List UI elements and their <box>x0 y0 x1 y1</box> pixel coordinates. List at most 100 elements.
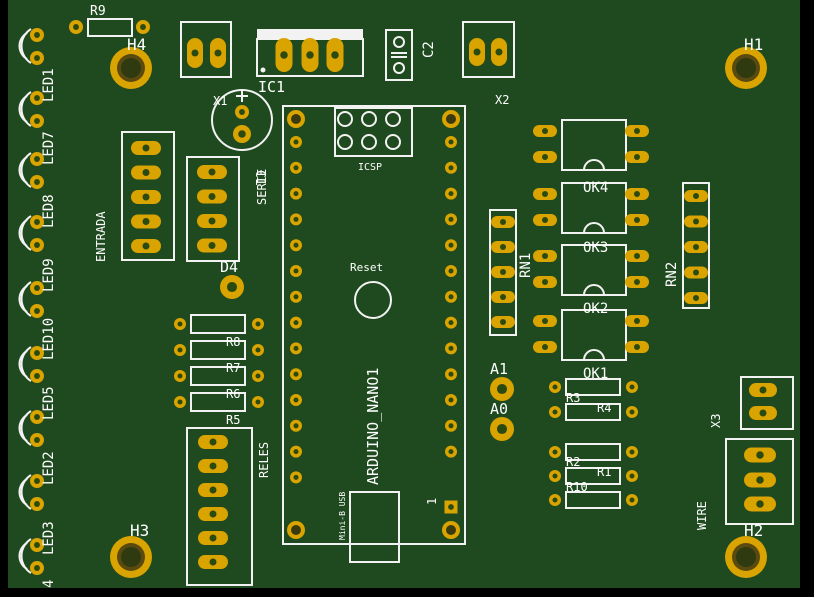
connector-x1-body <box>180 21 232 78</box>
pad-hole <box>542 128 548 134</box>
pad-hole <box>34 501 40 507</box>
optocoupler-notch <box>583 349 605 361</box>
pad-hole <box>255 373 261 379</box>
pad-hole <box>34 219 40 225</box>
pad-hole <box>693 218 699 225</box>
regulator-ic1-dot <box>260 67 266 73</box>
pad-hole <box>693 269 699 276</box>
pad-hole <box>142 218 150 225</box>
connector-reles-body <box>186 427 253 586</box>
pad-hole <box>293 423 299 429</box>
pad-hole <box>552 473 558 479</box>
pad-hole <box>142 242 150 250</box>
pad-hole <box>552 409 558 415</box>
label-rn1: RN1 <box>518 253 534 278</box>
resistor-body <box>190 340 246 360</box>
arduino-corner-hole-core <box>291 114 301 124</box>
mounting-hole-h4-core <box>121 58 141 78</box>
pad-hole <box>629 384 635 390</box>
pad-hole <box>500 244 506 250</box>
pad-hole <box>500 319 506 325</box>
optocoupler-notch <box>583 159 605 171</box>
pad-hole <box>496 423 508 435</box>
label-led: LED8 <box>41 194 57 228</box>
mounting-hole-h1-core <box>736 58 756 78</box>
pad-hole <box>209 462 217 470</box>
resistor-body <box>565 491 621 509</box>
pad-hole <box>293 165 299 171</box>
led-arc <box>20 152 32 188</box>
connector-x2-body <box>462 21 515 78</box>
pad-hole <box>634 191 640 197</box>
pad-hole <box>448 423 454 429</box>
pad-hole <box>473 48 481 56</box>
pad-hole <box>448 320 454 326</box>
capacitor-c2-body <box>385 29 413 81</box>
pad-hole <box>208 168 216 176</box>
resistor-body <box>565 443 621 461</box>
connector-entrada-body <box>121 131 175 261</box>
components <box>18 18 794 586</box>
label-r3: R3 <box>566 391 580 405</box>
pad-hole <box>34 565 40 571</box>
label-arduino: ARDUINO_NANO1 <box>364 368 382 485</box>
pad-hole <box>34 542 40 548</box>
pad-hole <box>542 253 548 259</box>
label-d4: D4 <box>220 258 238 276</box>
label-icsp: ICSP <box>358 162 382 173</box>
pad-hole <box>756 451 764 459</box>
pad-hole <box>634 279 640 285</box>
pad-hole <box>293 216 299 222</box>
pad-hole <box>142 169 150 176</box>
pad-hole <box>448 268 454 274</box>
pad-hole <box>448 191 454 197</box>
led-arc <box>20 28 32 64</box>
capacitor-c2-pin <box>393 36 405 48</box>
pad-hole <box>448 242 454 248</box>
pad-hole <box>34 350 40 356</box>
pad-hole <box>177 347 183 353</box>
pad-hole <box>177 321 183 327</box>
label-r2: R2 <box>566 455 580 469</box>
pad-hole <box>293 191 299 197</box>
pad-hole <box>552 449 558 455</box>
pad-hole <box>634 128 640 134</box>
pad-hole <box>306 51 314 59</box>
pad-hole <box>34 414 40 420</box>
pad-hole <box>191 49 199 57</box>
pad-hole <box>177 373 183 379</box>
label-c1: C1 <box>252 170 267 186</box>
pad-hole <box>756 476 764 484</box>
pad-hole <box>208 217 216 225</box>
pad-hole <box>448 216 454 222</box>
pad-hole <box>34 242 40 248</box>
pad-hole <box>542 154 548 160</box>
pad-hole <box>293 474 299 480</box>
optocoupler-body <box>561 309 627 361</box>
pad-hole <box>177 399 183 405</box>
label-r1: R1 <box>597 465 611 479</box>
label-led: LED1 <box>41 68 57 102</box>
label-r7: R7 <box>226 361 240 375</box>
pad-hole <box>34 95 40 101</box>
pad-hole <box>759 409 767 417</box>
label-led: 4 <box>41 580 57 588</box>
pad-hole <box>634 318 640 324</box>
resistor-body <box>190 366 246 386</box>
pad-hole <box>226 281 238 293</box>
arduino-corner-hole-core <box>291 525 301 535</box>
label-r8: R8 <box>226 335 240 349</box>
icsp-pin <box>361 111 377 127</box>
connector-serie-body <box>186 156 240 262</box>
pad-hole <box>209 438 217 446</box>
label-ic1: IC1 <box>258 78 285 96</box>
pad-hole <box>34 478 40 484</box>
mounting-hole-h3-core <box>121 547 141 567</box>
pad-hole <box>634 154 640 160</box>
led-arc <box>20 346 32 382</box>
pad-hole <box>293 397 299 403</box>
icsp-pin <box>337 111 353 127</box>
pad-hole <box>73 24 79 30</box>
label-led: LED2 <box>41 451 57 485</box>
